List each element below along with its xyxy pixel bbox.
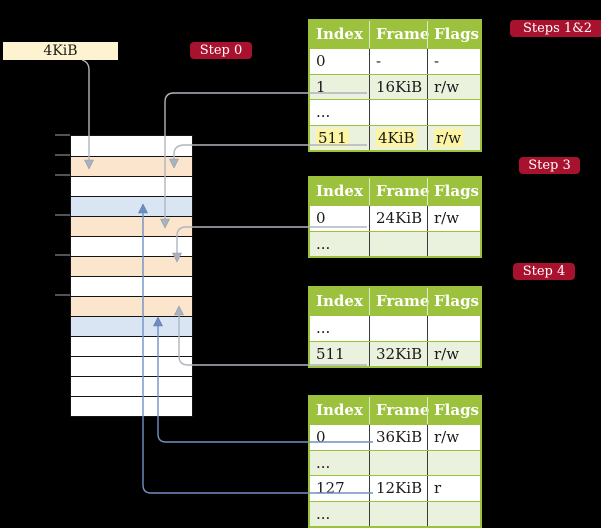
table-row: ... (310, 500, 480, 526)
header-index: Index (316, 292, 363, 310)
cell-frame: 16KiB (369, 74, 427, 99)
table-row: 0 - - (310, 48, 480, 74)
table-row: 0 24KiB r/w (310, 205, 480, 231)
table-row: ... (310, 230, 480, 256)
cell-frame (369, 231, 427, 256)
page-table-root: Index Frame Flags 0 - - 1 16KiB r/w ... … (308, 19, 482, 152)
cell-frame: 24KiB (369, 206, 427, 231)
table-header: Index Frame Flags (310, 21, 480, 48)
header-flags: Flags (427, 178, 480, 205)
memory-frame-row (71, 236, 192, 256)
table-row: 511 32KiB r/w (310, 340, 480, 366)
cell-flags: r/w (427, 74, 480, 99)
table-row: 1 16KiB r/w (310, 73, 480, 99)
cell-flags: r/w (427, 341, 480, 366)
cell-index: 127 (316, 479, 345, 497)
cell-index: 1 (316, 77, 326, 96)
header-flags: Flags (427, 397, 480, 424)
memory-frame-row (71, 296, 192, 316)
page-table-step3: Index Frame Flags 0 24KiB r/w ... (308, 176, 482, 258)
badge-step-0: Step 0 (190, 42, 252, 59)
cell-frame: 32KiB (369, 341, 427, 366)
memory-frame-row (71, 216, 192, 236)
cell-index: ... (316, 504, 331, 523)
cell-index: 511 (316, 344, 345, 363)
header-frame: Frame (369, 178, 429, 205)
cell-index: ... (316, 319, 331, 337)
cell-frame (369, 501, 427, 526)
cell-index: ... (316, 103, 331, 121)
badge-step-4: Step 4 (513, 263, 575, 280)
memory-frame-row (71, 156, 192, 176)
cell-flags: r/w (427, 125, 480, 150)
memory-frame-row (71, 176, 192, 196)
memory-frame-row (71, 256, 192, 276)
header-index: Index (316, 25, 363, 43)
header-frame: Frame (369, 21, 429, 48)
cell-frame: - (369, 49, 427, 74)
header-flags: Flags (427, 288, 480, 315)
header-frame: Frame (369, 288, 429, 315)
memory-frame-row (71, 316, 192, 336)
physical-memory (70, 135, 193, 417)
memory-frame-row (71, 376, 192, 396)
page-table-step4-lower: Index Frame Flags 0 36KiB r/w ... 127 12… (308, 395, 482, 528)
cell-flags (427, 231, 480, 256)
memory-frame-row (71, 136, 192, 156)
header-frame: Frame (369, 397, 429, 424)
cell-flags (427, 501, 480, 526)
header-index: Index (316, 401, 363, 419)
cell-index: ... (316, 453, 331, 472)
memory-frame-row (71, 396, 192, 416)
table-row: ... (310, 315, 480, 341)
cell-frame: 36KiB (369, 425, 427, 450)
table-row-recursive: 511 4KiB r/w (310, 124, 480, 150)
cell-frame: 4KiB (369, 125, 427, 150)
cell-flags: r/w (427, 206, 480, 231)
table-header: Index Frame Flags (310, 397, 480, 424)
cell-index: 0 (316, 428, 326, 446)
cell-index: 511 (316, 128, 349, 147)
badge-steps-1-2: Steps 1&2 (510, 20, 601, 37)
page-table-step4-upper: Index Frame Flags ... 511 32KiB r/w (308, 286, 482, 368)
memory-frame-row (71, 356, 192, 376)
table-header: Index Frame Flags (310, 288, 480, 315)
memory-frame-row (71, 276, 192, 296)
cell-flags (427, 316, 480, 341)
frame-ticks (55, 134, 70, 296)
cell-frame (369, 316, 427, 341)
cell-index: 0 (316, 52, 326, 70)
memory-frame-row (71, 196, 192, 216)
cell-flags: r (427, 476, 480, 501)
table-header: Index Frame Flags (310, 178, 480, 205)
cell-frame (369, 450, 427, 475)
cell-flags (427, 100, 480, 125)
cell-index: 0 (316, 209, 326, 227)
header-index: Index (316, 182, 363, 200)
cell-flags: - (427, 49, 480, 74)
cell-frame (369, 100, 427, 125)
table-row: ... (310, 99, 480, 125)
table-row: 127 12KiB r (310, 475, 480, 501)
cell-flags (427, 450, 480, 475)
cell-flags: r/w (427, 425, 480, 450)
memory-frame-row (71, 336, 192, 356)
badge-step-3: Step 3 (519, 157, 580, 174)
cell-index: ... (316, 234, 331, 253)
header-flags: Flags (427, 21, 480, 48)
table-row: ... (310, 449, 480, 475)
frame-size-label: 4KiB (3, 42, 118, 60)
cell-frame: 12KiB (369, 476, 427, 501)
table-row: 0 36KiB r/w (310, 424, 480, 450)
